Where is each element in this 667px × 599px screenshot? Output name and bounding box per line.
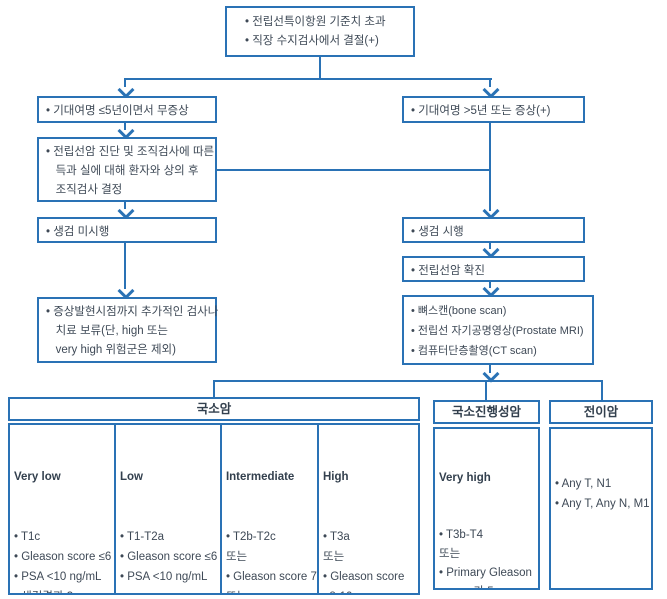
risk-col-criteria: • T2b-T2c 또는 • Gleason score 7 또는 • PSA … [225,531,317,593]
flow-box-confirmed: • 전립선암 확진 [402,256,585,282]
risk-col-high: High • T3a 또는 • Gleason score 8-10 또는 • … [317,425,418,593]
group-body-metastatic: • Any T, N1 • Any T, Any N, M1 [549,427,653,590]
risk-col-metastatic: • Any T, N1 • Any T, Any N, M1 [551,429,651,588]
risk-col-low: Low • T1-T2a • Gleason score ≤6 • PSA <1… [113,425,220,593]
risk-col-criteria: • T1-T2a • Gleason score ≤6 • PSA <10 ng… [119,531,218,583]
connector-to-localized [213,380,215,397]
risk-col-criteria: • T3b-T4 또는 • Primary Gleason score가 5, … [439,529,532,588]
flow-box-source: • 전립선특이항원 기준치 초과 • 직장 수지검사에서 결절(+) [225,6,415,57]
flow-box-life-expectancy-short: • 기대여명 ≤5년이면서 무증상 [37,96,217,123]
flow-box-imaging: • 뼈스캔(bone scan) • 전립선 자기공명영상(Prostate M… [402,295,594,365]
connector-to-metastatic [601,380,603,400]
risk-col-intermediate: Intermediate • T2b-T2c 또는 • Gleason scor… [219,425,317,593]
connector-right-drop [489,78,491,87]
connector-merge-from-left [217,169,489,171]
group-body-localized: Very low • T1c • Gleason score ≤6 • PSA … [8,423,420,595]
connector-to-locally-advanced [485,380,487,400]
risk-col-header: High [323,471,349,483]
connector-right-main [489,123,491,211]
connector [124,202,126,209]
connector-top-stem [319,57,321,78]
connector [124,123,126,130]
connector [489,243,491,249]
connector [489,365,491,373]
risk-col-header: Intermediate [225,471,295,483]
risk-col-criteria: • T3a 또는 • Gleason score 8-10 또는 • PSA >… [323,531,405,593]
risk-col-header: Low [119,471,143,483]
connector-top-split [124,78,492,80]
risk-col-very-high: Very high • T3b-T4 또는 • Primary Gleason … [435,429,538,588]
risk-col-header: Very high [439,472,491,484]
flow-box-biopsy: • 생검 시행 [402,217,585,243]
group-header-localized: 국소암 [8,397,420,421]
connector-left-drop [124,78,126,87]
flow-box-defer-treatment: • 증상발현시점까지 추가적인 검사나 치료 보류(단, high 또는 ver… [37,297,218,363]
connector [489,282,491,288]
risk-col-criteria: • Any T, N1 • Any T, Any N, M1 [555,478,650,510]
flow-box-discuss-biopsy: • 전립선암 진단 및 조직검사에 따른 득과 실에 대해 환자와 상의 후 조… [37,137,217,202]
group-body-locally-advanced: Very high • T3b-T4 또는 • Primary Gleason … [433,427,540,590]
connector-group-split [213,380,603,382]
risk-col-header: Very low [14,471,61,483]
group-header-locally-advanced: 국소진행성암 [433,400,540,424]
flow-box-life-expectancy-long: • 기대여명 >5년 또는 증상(+) [402,96,585,123]
risk-col-criteria: • T1c • Gleason score ≤6 • PSA <10 ng/mL… [14,531,112,593]
risk-col-very-low: Very low • T1c • Gleason score ≤6 • PSA … [10,425,114,593]
group-header-metastatic: 전이암 [549,400,653,424]
connector [124,243,126,289]
flow-box-no-biopsy: • 생검 미시행 [37,217,217,243]
